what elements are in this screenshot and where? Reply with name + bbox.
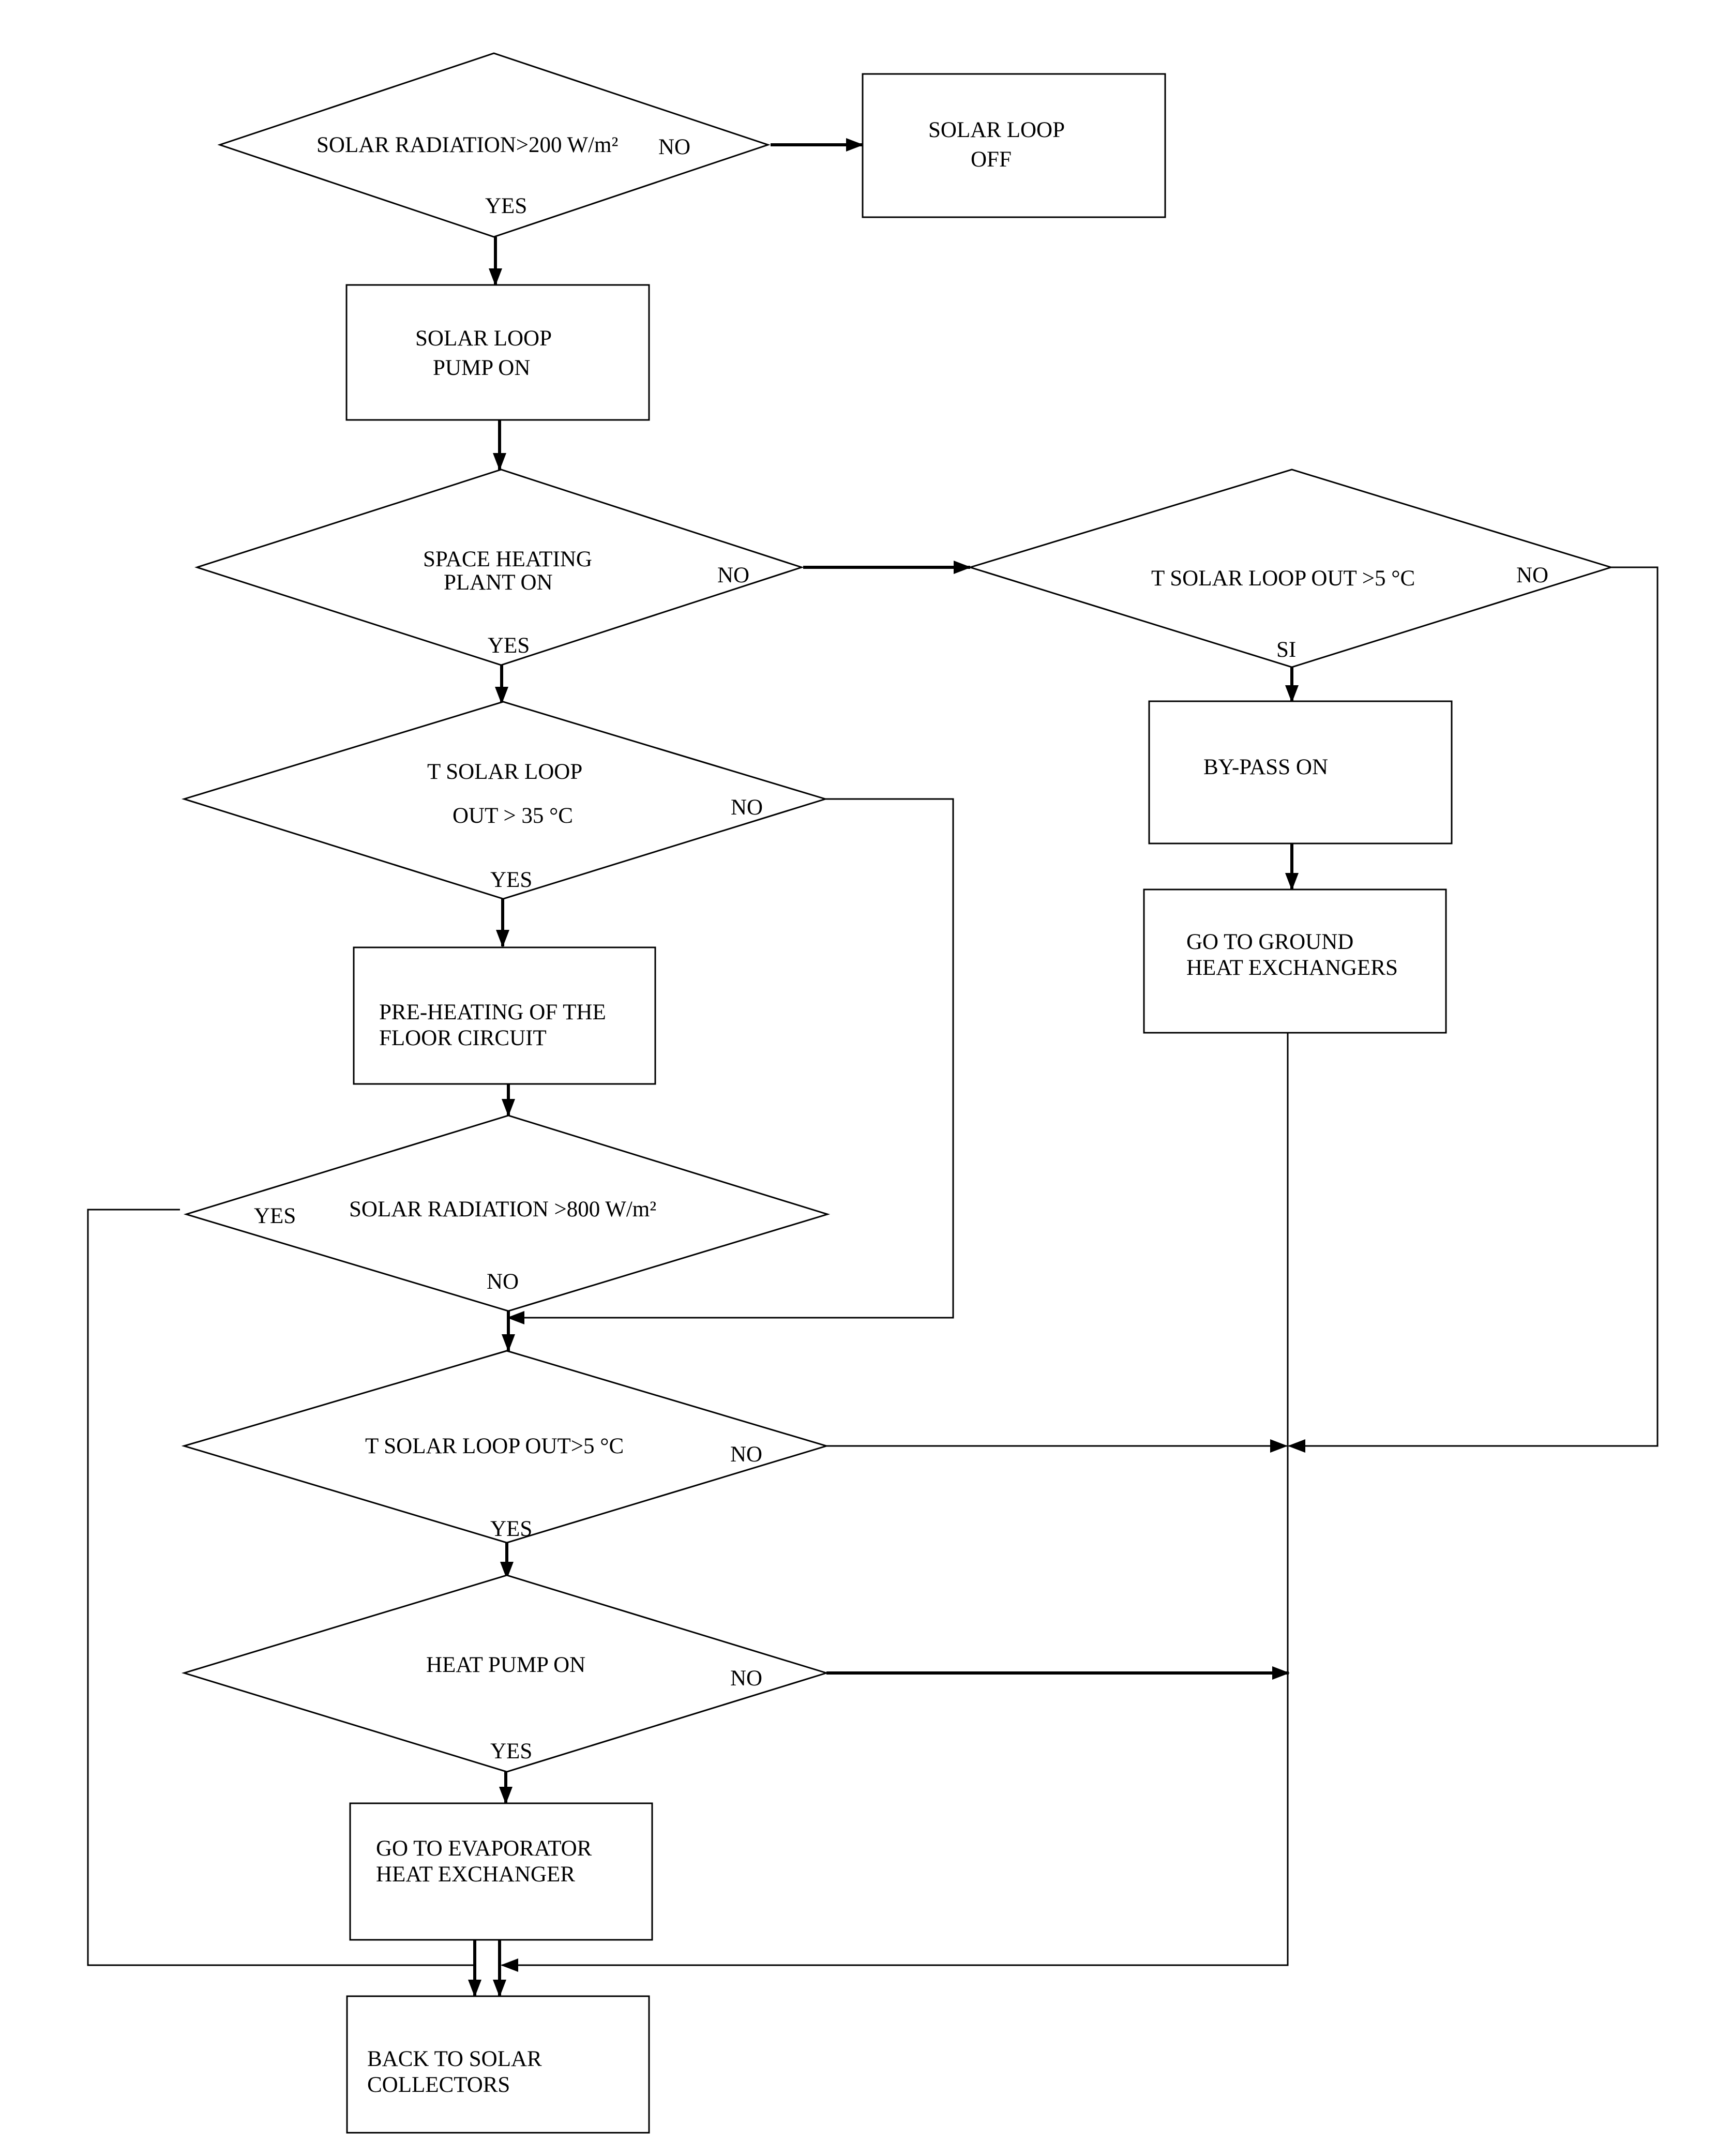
box-line-1: GO TO GROUND — [1186, 930, 1353, 954]
box-by-pass-on: BY-PASS ON — [1148, 700, 1453, 845]
no-label: NO — [717, 563, 749, 587]
decision-text: SOLAR RADIATION >800 W/m² — [349, 1197, 656, 1222]
box-line-1: PRE-HEATING OF THE — [379, 1000, 606, 1024]
yes-label: YES — [490, 1517, 532, 1541]
box-line-2: PUMP ON — [433, 356, 530, 380]
connectors — [87, 138, 1659, 1997]
decision-line-1: SPACE HEATING — [423, 547, 592, 571]
box-solar-loop-off: SOLAR LOOP OFF — [862, 73, 1166, 218]
yes-label: YES — [490, 1739, 532, 1763]
line-d5-yes — [87, 1209, 475, 1966]
decision-line-1: T SOLAR LOOP — [427, 760, 582, 784]
box-line-2: HEAT EXCHANGER — [376, 1862, 575, 1887]
box-line-2: HEAT EXCHANGERS — [1186, 956, 1398, 980]
decision-line-2: PLANT ON — [444, 570, 553, 595]
decision-text: HEAT PUMP ON — [426, 1653, 585, 1677]
decision-t-solar-loop-out-35: T SOLAR LOOP OUT > 35 °C NO YES — [181, 701, 828, 900]
box-go-to-evaporator-heat-exchanger: GO TO EVAPORATOR HEAT EXCHANGER — [349, 1802, 653, 1941]
no-label: NO — [730, 1442, 762, 1467]
decision-solar-radiation-200: SOLAR RADIATION>200 W/m² NO YES — [217, 52, 771, 238]
box-back-to-solar-collectors: BACK TO SOLAR COLLECTORS — [346, 1995, 650, 2134]
no-label: NO — [487, 1270, 519, 1294]
decision-solar-radiation-800: SOLAR RADIATION >800 W/m² YES NO — [183, 1114, 831, 1312]
box-line-2: OFF — [971, 147, 1012, 172]
decision-heat-pump-on: HEAT PUMP ON NO YES — [181, 1574, 830, 1773]
decision-t-solar-loop-out-5-right: T SOLAR LOOP OUT >5 °C NO SI — [967, 469, 1614, 668]
box-pre-heating-floor-circuit: PRE-HEATING OF THE FLOOR CIRCUIT — [353, 946, 656, 1085]
box-line-1: GO TO EVAPORATOR — [376, 1836, 592, 1861]
no-label: NO — [731, 795, 763, 820]
arrow-d3-no — [1288, 566, 1659, 1453]
box-line-1: SOLAR LOOP — [928, 118, 1065, 142]
decision-text: T SOLAR LOOP OUT>5 °C — [365, 1434, 624, 1458]
no-label: NO — [730, 1666, 762, 1691]
box-line-1: BACK TO SOLAR — [367, 2047, 542, 2071]
box-line-2: FLOOR CIRCUIT — [379, 1026, 547, 1050]
decision-text: T SOLAR LOOP OUT >5 °C — [1151, 566, 1415, 591]
decision-line-2: OUT > 35 °C — [453, 804, 573, 828]
yes-label: YES — [254, 1204, 296, 1228]
yes-label: SI — [1276, 638, 1296, 662]
arrow-ground-return — [501, 1033, 1289, 1972]
no-label: NO — [1516, 563, 1548, 587]
arrow-d4-no — [507, 798, 954, 1324]
yes-label: YES — [485, 194, 527, 218]
decision-space-heating-plant: SPACE HEATING PLANT ON NO YES — [194, 469, 804, 666]
yes-label: YES — [490, 868, 532, 892]
box-line-2: COLLECTORS — [367, 2073, 510, 2097]
decision-t-solar-loop-out-5-left: T SOLAR LOOP OUT>5 °C NO YES — [181, 1350, 830, 1544]
no-label: NO — [658, 135, 690, 159]
box-text: BY-PASS ON — [1203, 755, 1328, 779]
box-line-1: SOLAR LOOP — [415, 326, 552, 351]
yes-label: YES — [488, 634, 530, 658]
box-go-to-ground-heat-exchangers: GO TO GROUND HEAT EXCHANGERS — [1143, 888, 1447, 1034]
box-solar-loop-pump-on: SOLAR LOOP PUMP ON — [345, 284, 650, 421]
decision-text: SOLAR RADIATION>200 W/m² — [317, 133, 618, 157]
